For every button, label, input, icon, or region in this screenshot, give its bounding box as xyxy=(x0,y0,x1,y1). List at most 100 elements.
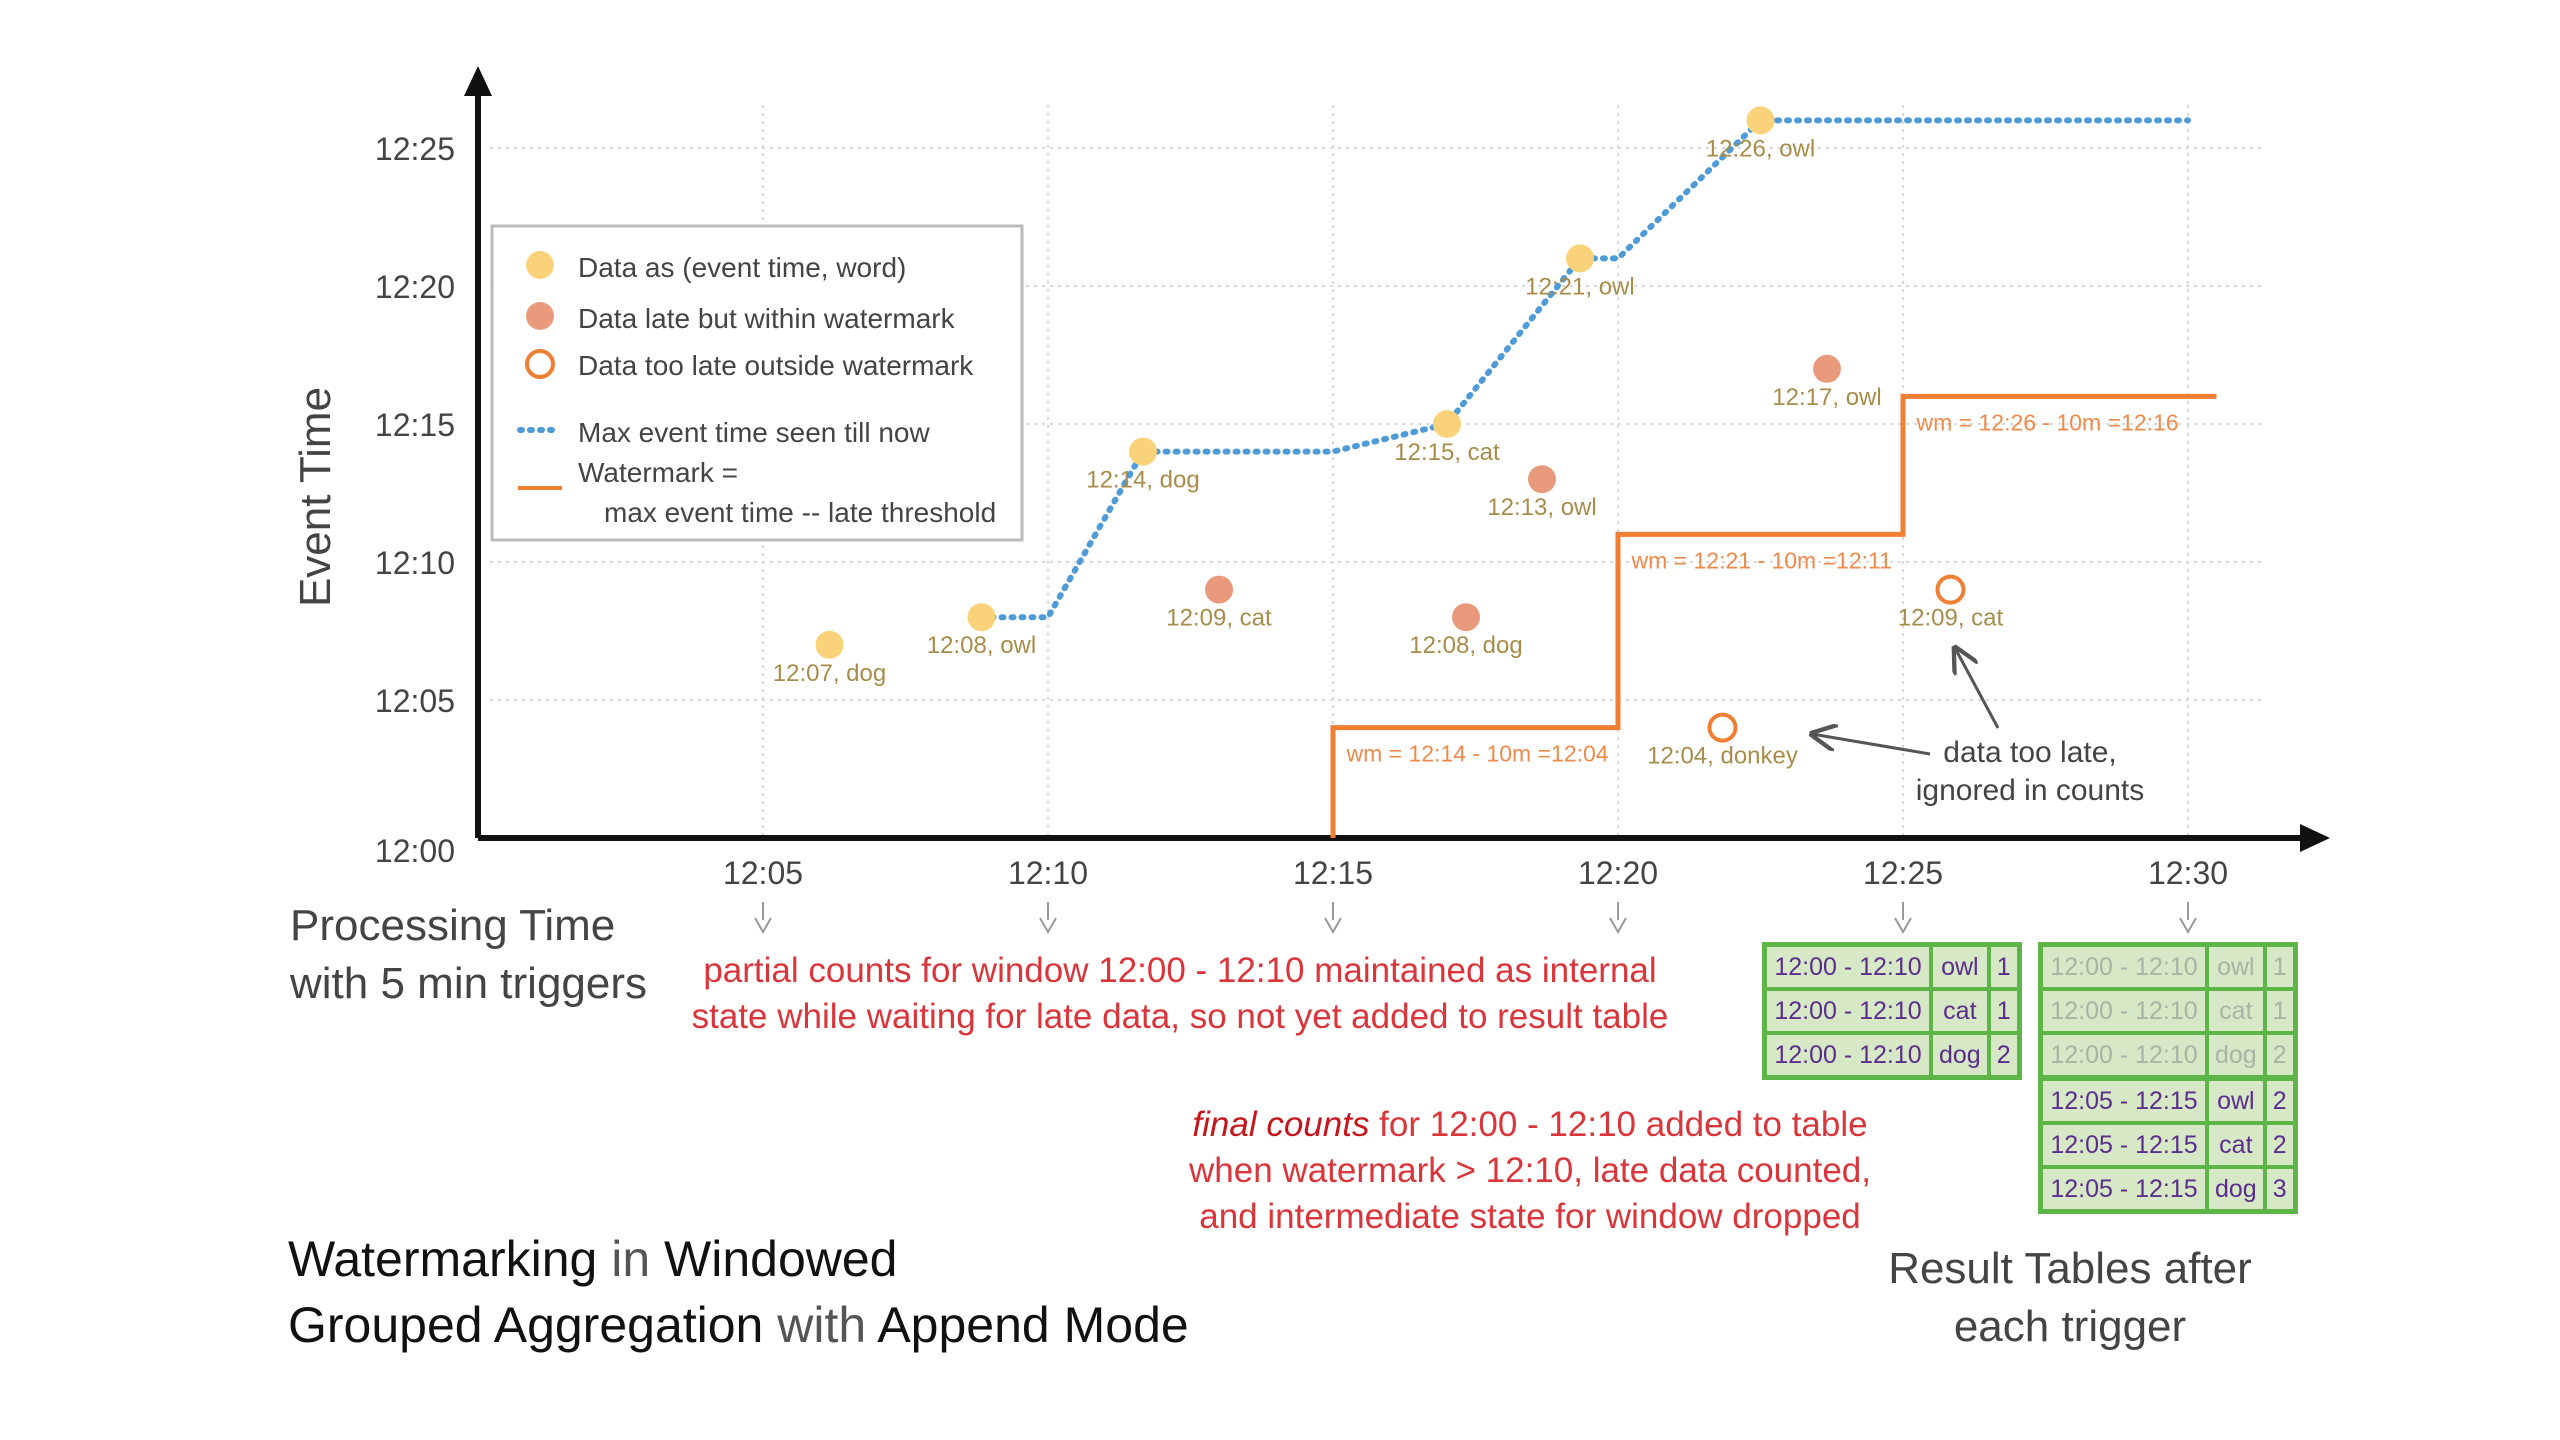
final-note-line3: and intermediate state for window droppe… xyxy=(1199,1197,1861,1236)
title-grouped-aggregation: Grouped Aggregation xyxy=(288,1297,764,1353)
data-point-label: 12:17, owl xyxy=(1772,384,1881,411)
max-event-time-line xyxy=(978,117,2191,621)
title-with: with xyxy=(763,1297,878,1353)
title-append-mode: Append Mode xyxy=(877,1297,1189,1353)
partial-note-line2: state while waiting for late data, so no… xyxy=(691,997,1669,1036)
data-point-label: 12:08, owl xyxy=(927,632,1036,659)
y-axis-label: Event Time xyxy=(291,387,340,607)
data-point-data xyxy=(1566,244,1594,273)
word-cell: dog xyxy=(2205,1165,2267,1214)
legend-watermark-text-1: Watermark = xyxy=(578,457,738,488)
data-point-data xyxy=(815,630,844,659)
data-point-late xyxy=(1452,603,1480,632)
legend-late-marker xyxy=(526,302,554,330)
window-cell: 12:00 - 12:10 xyxy=(2038,942,2209,991)
word-cell: dog xyxy=(2205,1031,2267,1080)
legend-max-text: Max event time seen till now xyxy=(578,417,930,448)
partial-counts-note: partial counts for window 12:00 - 12:10 … xyxy=(680,948,1680,1040)
count-cell: 1 xyxy=(2262,987,2298,1035)
count-cell: 1 xyxy=(1986,987,2022,1035)
data-point-label: 12:26, owl xyxy=(1706,135,1815,162)
table-row: 12:05 - 12:15 cat 2 xyxy=(2038,1121,2298,1169)
x-tick-label: 12:20 xyxy=(1578,855,1658,891)
trigger-arrow-head xyxy=(754,917,772,935)
y-tick-label: 12:15 xyxy=(375,407,455,443)
data-point-label: 12:04, donkey xyxy=(1647,743,1798,770)
x-tick-label: 12:15 xyxy=(1293,855,1373,891)
watermark-label: wm = 12:14 - 10m =12:04 xyxy=(1346,741,1609,767)
data-point-label: 12:21, owl xyxy=(1525,273,1634,300)
data-point-data xyxy=(1129,437,1157,466)
data-point-label: 12:09, cat xyxy=(1898,605,2004,632)
too-late-annotation-line1: data too late, xyxy=(1943,736,2116,769)
x-tick-label: 12:05 xyxy=(723,855,803,891)
count-cell: 1 xyxy=(2262,942,2298,991)
final-counts-note: final counts for 12:00 - 12:10 added to … xyxy=(1180,1102,1880,1240)
trigger-arrow-head xyxy=(1039,917,1057,935)
trigger-arrow-head xyxy=(1324,917,1342,935)
result-table-1230: 12:00 - 12:10 owl 1 12:00 - 12:10 cat 1 … xyxy=(2038,942,2298,1214)
count-cell: 2 xyxy=(2262,1031,2298,1080)
count-cell: 3 xyxy=(2262,1165,2298,1214)
table-row: 12:00 - 12:10 cat 1 xyxy=(1762,987,2022,1035)
word-cell: dog xyxy=(1929,1031,1991,1080)
rt-caption-line2: each trigger xyxy=(1953,1302,2187,1351)
watermark-label: wm = 12:26 - 10m =12:16 xyxy=(1916,409,2179,435)
trigger-arrow-head xyxy=(1609,917,1627,935)
data-point-label: 12:15, cat xyxy=(1394,439,1500,466)
word-cell: cat xyxy=(2205,1121,2267,1169)
x-tick-label: 12:10 xyxy=(1008,855,1088,891)
y-tick-label: 12:00 xyxy=(375,833,455,869)
final-note-line1: final counts for 12:00 - 12:10 added to … xyxy=(1180,1102,1880,1148)
partial-note-line1: partial counts for window 12:00 - 12:10 … xyxy=(703,951,1657,990)
title-watermarking: Watermarking xyxy=(288,1231,598,1287)
data-point-label: 12:08, dog xyxy=(1409,632,1522,659)
legend-data-text: Data as (event time, word) xyxy=(578,252,906,283)
too-late-annotation-line2: ignored in counts xyxy=(1916,774,2145,807)
result-table-1225: 12:00 - 12:10 owl 1 12:00 - 12:10 cat 1 … xyxy=(1762,942,2022,1080)
table-row: 12:05 - 12:15 dog 3 xyxy=(2038,1165,2298,1214)
legend-late-text: Data late but within watermark xyxy=(578,303,956,334)
count-cell: 2 xyxy=(2262,1121,2298,1169)
word-cell: cat xyxy=(1929,987,1991,1035)
window-cell: 12:05 - 12:15 xyxy=(2038,1165,2209,1214)
legend-too-late-text: Data too late outside watermark xyxy=(578,350,974,381)
data-point-data xyxy=(1433,410,1461,438)
table-row: 12:00 - 12:10 owl 1 xyxy=(1762,942,2022,991)
window-cell: 12:05 - 12:15 xyxy=(2038,1075,2209,1125)
x-axis-arrowhead xyxy=(2300,824,2330,852)
x-caption-line2: with 5 min triggers xyxy=(290,959,648,1008)
annotation-arrow-cat xyxy=(1955,648,2000,729)
final-note-line2: when watermark > 12:10, late data counte… xyxy=(1189,1151,1871,1190)
table-row: 12:00 - 12:10 dog 2 xyxy=(2038,1031,2298,1080)
title-line2: Grouped Aggregation with Append Mode xyxy=(288,1292,1189,1358)
table-row: 12:00 - 12:10 dog 2 xyxy=(1762,1031,2022,1080)
x-tick-label: 12:25 xyxy=(1863,855,1943,891)
watermark-label: wm = 12:21 - 10m =12:11 xyxy=(1631,547,1892,573)
watermark-line xyxy=(1330,393,2217,838)
window-cell: 12:00 - 12:10 xyxy=(1762,942,1933,991)
word-cell: owl xyxy=(2205,1075,2267,1125)
table-row: 12:00 - 12:10 cat 1 xyxy=(2038,987,2298,1035)
data-point-label: 12:07, dog xyxy=(773,660,886,687)
count-cell: 2 xyxy=(2262,1075,2298,1125)
y-axis-arrowhead xyxy=(464,66,492,96)
annotation-arrow-donkey xyxy=(1812,734,1931,756)
result-tables-caption: Result Tables after each trigger xyxy=(1820,1240,2320,1356)
window-cell: 12:00 - 12:10 xyxy=(2038,987,2209,1035)
count-cell: 1 xyxy=(1986,942,2022,991)
y-tick-label: 12:10 xyxy=(375,545,455,581)
legend-too-late-marker xyxy=(525,349,555,379)
title-windowed: Windowed xyxy=(664,1231,898,1287)
data-point-late xyxy=(1528,465,1556,494)
rt-caption-line1: Result Tables after xyxy=(1888,1244,2252,1293)
word-cell: cat xyxy=(2205,987,2267,1035)
table-row: 12:00 - 12:10 owl 1 xyxy=(2038,942,2298,991)
word-cell: owl xyxy=(2205,942,2267,991)
data-point-late xyxy=(1205,575,1233,604)
data-point-late xyxy=(1813,354,1841,383)
legend-data-marker xyxy=(526,251,554,279)
trigger-arrow-head xyxy=(2179,917,2197,935)
data-point-label: 12:09, cat xyxy=(1166,605,1272,632)
